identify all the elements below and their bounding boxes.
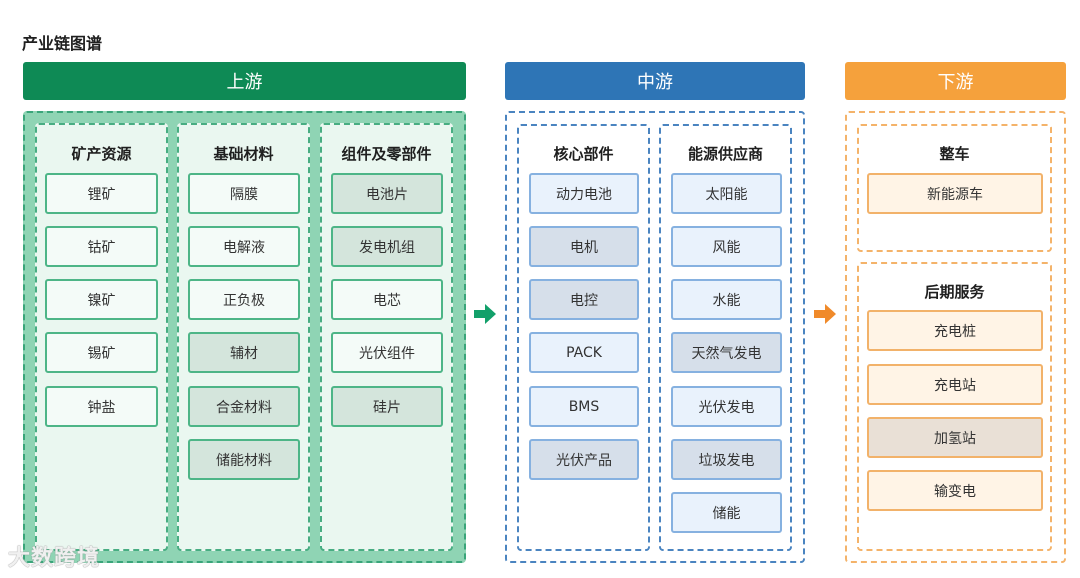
- node-cobalt-ore: 钴矿: [45, 226, 158, 267]
- column-title: 基础材料: [213, 145, 274, 163]
- node-electrolyte: 电解液: [188, 226, 300, 267]
- node-gas-power: 天然气发电: [671, 332, 782, 373]
- downstream-header: 下游: [845, 62, 1066, 100]
- node-power-battery: 动力电池: [529, 173, 639, 214]
- midstream-header: 中游: [505, 62, 805, 100]
- node-controller: 电控: [529, 279, 639, 320]
- upstream-header: 上游: [23, 62, 466, 100]
- column-title: 整车: [939, 145, 970, 163]
- watermark-logo: 大数跨境: [8, 546, 101, 571]
- node-pack: PACK: [529, 332, 639, 373]
- node-wind: 风能: [671, 226, 782, 267]
- node-auxiliary: 辅材: [188, 332, 300, 373]
- right-arrow-icon: [474, 304, 496, 324]
- node-separator: 隔膜: [188, 173, 300, 214]
- node-electrodes: 正负极: [188, 279, 300, 320]
- node-lithium-ore: 锂矿: [45, 173, 158, 214]
- right-arrow-icon: [814, 304, 836, 324]
- node-generator-set: 发电机组: [331, 226, 443, 267]
- column-title: 能源供应商: [687, 145, 763, 163]
- node-cell-sheet: 电池片: [331, 173, 443, 214]
- node-pv-power: 光伏发电: [671, 386, 782, 427]
- node-energy-storage: 储能: [671, 492, 782, 533]
- node-tin-ore: 锡矿: [45, 332, 158, 373]
- column-title: 后期服务: [924, 283, 985, 301]
- node-power-transmission: 输变电: [867, 470, 1043, 511]
- column-title: 矿产资源: [71, 145, 132, 163]
- node-hydro: 水能: [671, 279, 782, 320]
- node-pv-product: 光伏产品: [529, 439, 639, 480]
- node-waste-power: 垃圾发电: [671, 439, 782, 480]
- node-charging-pile: 充电桩: [867, 310, 1043, 351]
- node-battery-core: 电芯: [331, 279, 443, 320]
- node-nickel-ore: 镍矿: [45, 279, 158, 320]
- node-new-energy-vehicle: 新能源车: [867, 173, 1043, 214]
- node-motor: 电机: [529, 226, 639, 267]
- node-pv-module: 光伏组件: [331, 332, 443, 373]
- node-solar: 太阳能: [671, 173, 782, 214]
- node-charging-station: 充电站: [867, 364, 1043, 405]
- column-title: 组件及零部件: [341, 145, 432, 163]
- node-hydrogen-station: 加氢站: [867, 417, 1043, 458]
- page-title: 产业链图谱: [22, 34, 103, 53]
- column-title: 核心部件: [553, 145, 614, 163]
- node-storage-material: 储能材料: [188, 439, 300, 480]
- node-salt: 钟盐: [45, 386, 158, 427]
- node-alloy: 合金材料: [188, 386, 300, 427]
- node-bms: BMS: [529, 386, 639, 427]
- node-silicon-wafer: 硅片: [331, 386, 443, 427]
